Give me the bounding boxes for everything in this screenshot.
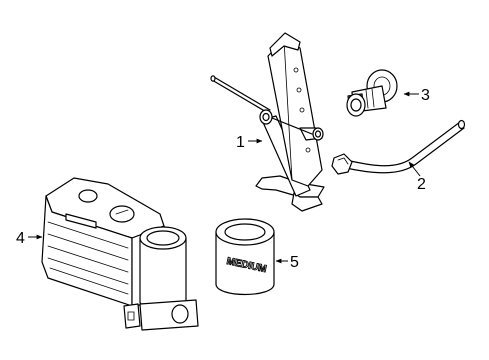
lug-wrench — [331, 119, 466, 175]
callout-label-4: 4 — [16, 230, 25, 247]
callout-5: 5 — [275, 254, 299, 271]
tire-inflator-kit — [41, 177, 199, 331]
jack-holder-bracket — [346, 69, 398, 117]
callout-label-3: 3 — [421, 87, 430, 104]
callout-2: 2 — [408, 161, 426, 193]
callout-label-2: 2 — [417, 176, 426, 193]
callout-4: 4 — [16, 230, 43, 247]
callout-1: 1 — [236, 134, 263, 151]
callout-label-1: 1 — [236, 134, 245, 151]
sealant-canister: MEDIUM — [215, 218, 275, 296]
callout-label-5: 5 — [290, 254, 299, 271]
callout-3: 3 — [403, 87, 430, 104]
scissor-jack — [210, 32, 325, 212]
jack-handle-rod — [210, 75, 271, 114]
